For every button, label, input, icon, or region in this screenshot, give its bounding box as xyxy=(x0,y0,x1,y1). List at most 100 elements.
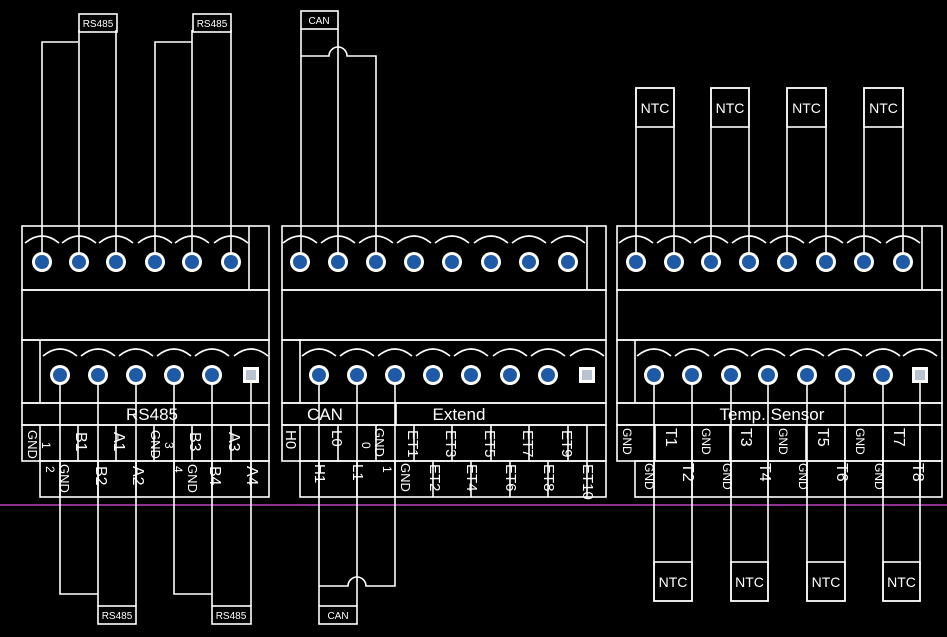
can-lower-label: L1 xyxy=(349,464,366,481)
rs485-lower-label: A4 xyxy=(243,466,260,486)
temp-top-pin-center xyxy=(857,255,871,269)
wire xyxy=(41,41,78,262)
ntc-bottom-tag xyxy=(653,561,693,602)
terminal-scallops xyxy=(301,348,605,357)
terminal-scallops xyxy=(42,348,269,357)
extend-title: Extend xyxy=(433,405,486,424)
can-bottom-pin-center xyxy=(426,368,440,382)
can-top-pin-center xyxy=(561,255,575,269)
rs485-top-pin-center xyxy=(72,255,86,269)
can-upper-label: ET1 xyxy=(404,430,421,458)
rs485-bottom-label-b: RS485 xyxy=(216,611,247,622)
temp-bottom-pin-inner xyxy=(915,370,925,380)
temp-bottom-pin-center xyxy=(761,368,775,382)
rs485-lower-label: B4 xyxy=(206,466,223,486)
temp-upper-label: T3 xyxy=(737,428,754,447)
rs485-upper-label: A3 xyxy=(225,432,242,452)
temp-bottom-pin-center xyxy=(685,368,699,382)
rs485-lower-label: GND xyxy=(57,464,72,493)
temp-top-pin-center xyxy=(819,255,833,269)
temp-top-pin-center xyxy=(667,255,681,269)
wire xyxy=(173,375,212,595)
temp-top-pin-center xyxy=(896,255,910,269)
temp-bottom-pin-center xyxy=(800,368,814,382)
can-top-pin-center xyxy=(331,255,345,269)
can-top-pin-center xyxy=(522,255,536,269)
terminal-scallops xyxy=(636,348,938,357)
ntc-top-label: NTC xyxy=(792,100,821,116)
ntc-top-label: NTC xyxy=(641,100,670,116)
temp-middle-frame xyxy=(616,289,943,341)
can-lower-label: ET6 xyxy=(502,464,519,492)
ntc-bottom-label: NTC xyxy=(735,574,764,590)
can-lower-label-row xyxy=(299,460,607,498)
terminal-scallops xyxy=(24,235,249,244)
can-bottom-tag xyxy=(318,605,358,625)
temp-title: Temp. Sensor xyxy=(720,405,825,424)
ntc-bottom-wire xyxy=(653,375,693,602)
rs485-lower-label: 2 xyxy=(43,466,57,473)
temp-top-pin-center xyxy=(629,255,643,269)
temp-lower-label: GND xyxy=(796,463,810,490)
ntc-top-label: NTC xyxy=(716,100,745,116)
ntc-top-tag xyxy=(786,87,827,128)
ntc-bottom-label: NTC xyxy=(659,574,688,590)
rs485-upper-label: 1 xyxy=(39,442,53,449)
wire-hop xyxy=(319,375,396,587)
temp-upper-label: T7 xyxy=(890,428,907,447)
can-top-pin-center xyxy=(407,255,421,269)
temp-lower-label-row xyxy=(634,460,943,498)
rs485-bottom-pin-center xyxy=(53,368,67,382)
temp-bottom-pin-center xyxy=(876,368,890,382)
temp-top-pin-center xyxy=(780,255,794,269)
can-upper-label: ET5 xyxy=(481,430,498,458)
ntc-bottom-tag xyxy=(882,561,921,602)
rs485-bottom-pin-center xyxy=(167,368,181,382)
can-top-pin-center xyxy=(484,255,498,269)
temp-lower-label: T2 xyxy=(679,463,696,482)
temp-upper-label: GND xyxy=(776,428,790,455)
ntc-bottom-tag xyxy=(806,561,846,602)
rs485-upper-label: B1 xyxy=(72,432,89,452)
ntc-bottom-label: NTC xyxy=(812,574,841,590)
rs485-top-pin-center xyxy=(148,255,162,269)
ntc-top-tag xyxy=(635,87,675,128)
rs485-upper-label: GND xyxy=(25,430,40,459)
can-title: CAN xyxy=(307,405,343,424)
wire xyxy=(59,375,98,595)
can-upper-label: GND xyxy=(372,428,387,457)
rs485-lower-label: A2 xyxy=(129,466,146,486)
temp-lower-label: T8 xyxy=(909,463,926,482)
rs485-bottom-pin-inner xyxy=(246,370,256,380)
rs485-top-pin-center xyxy=(185,255,199,269)
can-bottom-pin-inner xyxy=(582,370,592,380)
ntc-top-tag xyxy=(710,87,750,128)
rs485-upper-label: 3 xyxy=(162,442,176,449)
can-top-label: CAN xyxy=(308,16,329,27)
can-bottom-pin-center xyxy=(464,368,478,382)
temp-bottom-pin-center xyxy=(647,368,661,382)
can-top-pin-center xyxy=(369,255,383,269)
rs485-bottom-pin-center xyxy=(91,368,105,382)
rs485-title: RS485 xyxy=(126,405,178,424)
rs485-top-pin-center xyxy=(224,255,238,269)
can-upper-label: ET3 xyxy=(442,430,459,458)
ntc-bottom-wire xyxy=(882,375,921,602)
can-middle-frame xyxy=(281,289,607,341)
temp-upper-label: T1 xyxy=(662,428,679,447)
can-upper-label: H0 xyxy=(282,430,299,449)
rs485-lower-label: GND xyxy=(185,464,200,493)
can-bottom-frame xyxy=(281,339,607,404)
can-lower-label: H1 xyxy=(311,464,328,483)
temp-top-pin-center xyxy=(742,255,756,269)
can-lower-label: ET8 xyxy=(540,464,557,492)
rs485-top-label-b: RS485 xyxy=(197,19,228,30)
ntc-top-tag xyxy=(863,87,904,128)
can-bottom-label: CAN xyxy=(327,611,348,622)
rs485-upper-label: GND xyxy=(148,430,163,459)
can-bottom-pin-center xyxy=(541,368,555,382)
rs485-upper-label: B3 xyxy=(186,432,203,452)
can-top-pin-center xyxy=(445,255,459,269)
wire xyxy=(154,41,192,262)
